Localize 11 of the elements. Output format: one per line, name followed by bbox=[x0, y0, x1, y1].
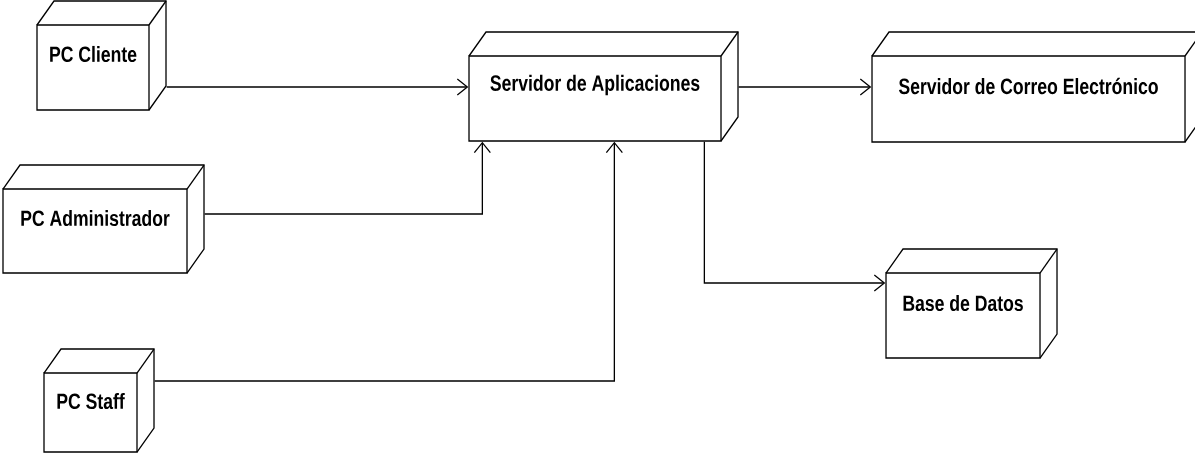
arrow bbox=[738, 78, 872, 96]
arrow bbox=[703, 141, 886, 292]
node-box: PC Staff bbox=[43, 348, 155, 453]
node-box: Base de Datos bbox=[885, 248, 1058, 359]
arrow bbox=[204, 141, 491, 215]
node-box: Servidor de Correo Electrónico bbox=[871, 31, 1195, 143]
arrow bbox=[166, 78, 469, 96]
node-box: PC Administrador bbox=[2, 164, 205, 274]
node-box: Servidor de Aplicaciones bbox=[468, 31, 739, 142]
node-box: PC Cliente bbox=[36, 0, 167, 111]
arrow bbox=[154, 141, 623, 382]
